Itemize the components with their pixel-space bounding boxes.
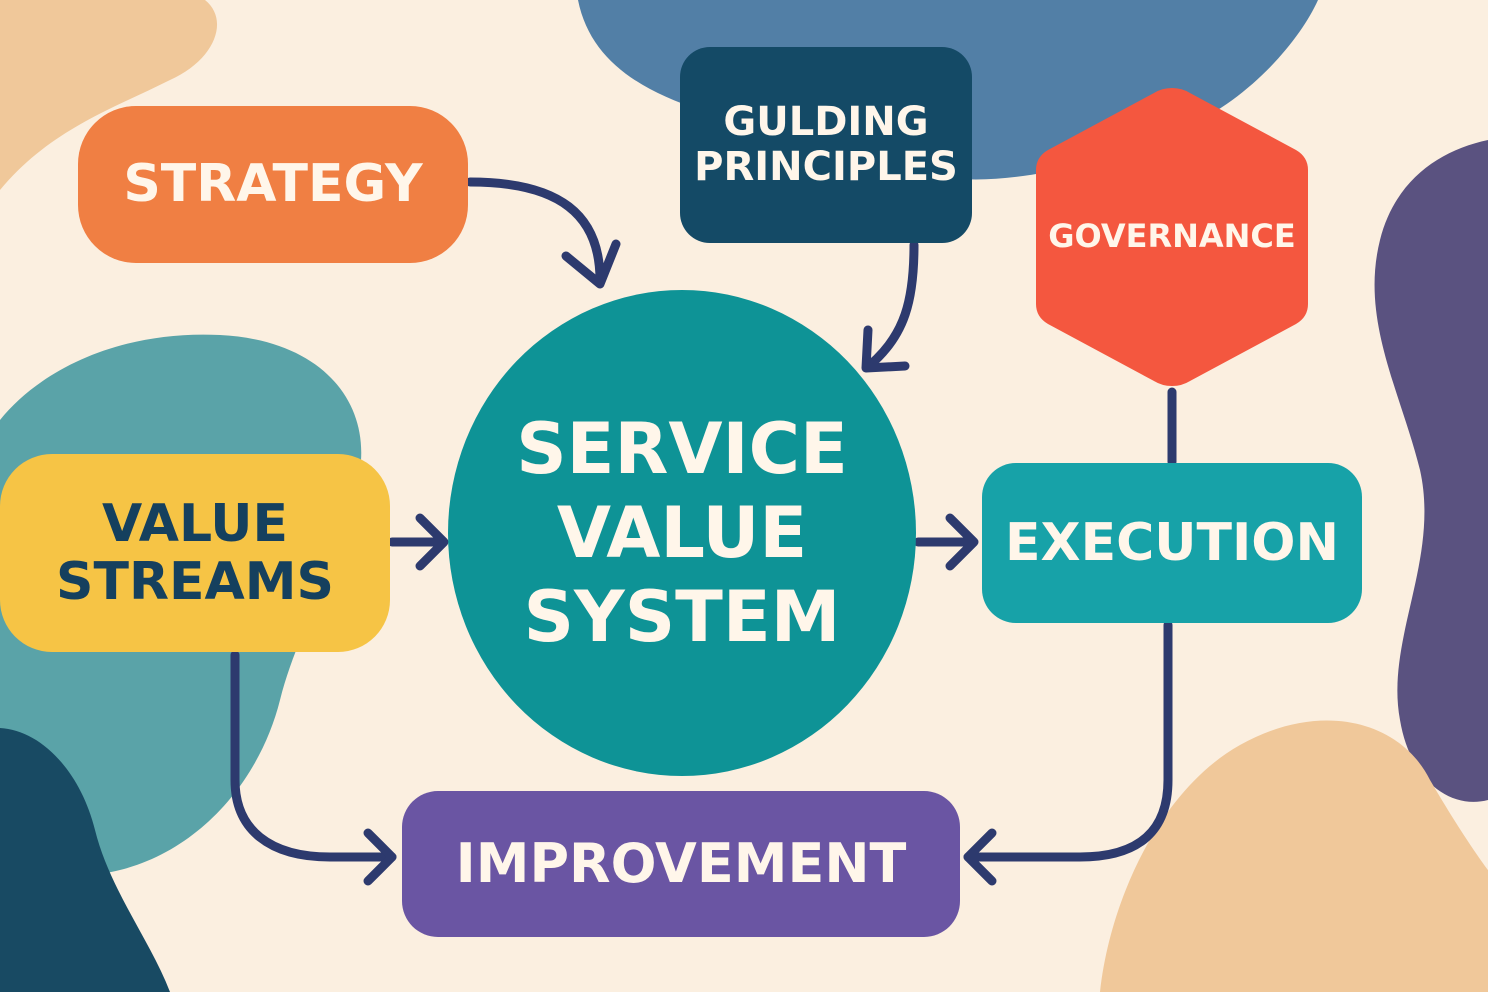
arrowhead-value-improvement bbox=[363, 828, 397, 886]
service-value-system-label-line-2: VALUE bbox=[556, 492, 808, 574]
blob-bottom-left-navy bbox=[0, 728, 170, 992]
arrowhead-value bbox=[415, 513, 449, 571]
service-value-system-node: SERVICE VALUE SYSTEM bbox=[448, 290, 916, 776]
value-streams-label-line-1: VALUE bbox=[102, 493, 288, 554]
value-streams-node: VALUE STREAMS bbox=[0, 454, 390, 652]
arrow-strategy-to-service bbox=[465, 177, 605, 285]
arrowhead-guiding bbox=[861, 325, 910, 373]
arrow-execution-to-improvement bbox=[963, 620, 1173, 862]
service-value-system-label-line-1: SERVICE bbox=[516, 408, 848, 490]
blob-right-purple bbox=[1374, 140, 1488, 802]
service-value-system-label-line-3: SYSTEM bbox=[523, 576, 841, 658]
arrow-value-to-improvement bbox=[230, 650, 397, 862]
arrowhead-strategy bbox=[561, 239, 621, 289]
strategy-node: STRATEGY bbox=[78, 106, 468, 263]
improvement-label: IMPROVEMENT bbox=[455, 831, 907, 895]
blob-top-left bbox=[0, 0, 218, 190]
arrow-guiding-to-service bbox=[865, 240, 919, 370]
arrowhead-execution-improvement bbox=[963, 828, 997, 886]
guiding-principles-label-line-2: PRINCIPLES bbox=[694, 144, 958, 190]
arrowhead-service bbox=[945, 513, 979, 571]
guiding-principles-node: GULDING PRINCIPLES bbox=[680, 47, 972, 243]
execution-node: EXECUTION bbox=[982, 463, 1362, 623]
value-streams-label-line-2: STREAMS bbox=[56, 552, 334, 612]
execution-label: EXECUTION bbox=[1004, 512, 1340, 573]
governance-node: GOVERNANCE bbox=[1034, 82, 1310, 392]
strategy-label: STRATEGY bbox=[123, 154, 423, 215]
guiding-principles-label-line-1: GULDING bbox=[723, 99, 929, 146]
improvement-node: IMPROVEMENT bbox=[402, 791, 960, 937]
governance-hexagon-shape bbox=[1036, 88, 1308, 386]
blob-bottom-right bbox=[1100, 720, 1488, 992]
governance-label: GOVERNANCE bbox=[1048, 217, 1296, 256]
